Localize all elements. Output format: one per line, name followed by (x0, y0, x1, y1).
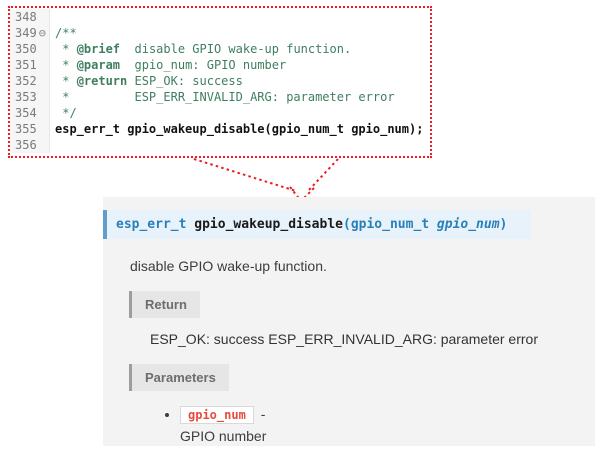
line-number: 348 (15, 10, 37, 24)
fold-collapse-icon[interactable]: ⊖ (38, 26, 46, 40)
comment-text: disable GPIO wake-up function. (120, 42, 352, 56)
code-line[interactable]: 351 * @param gpio_num: GPIO number (10, 57, 430, 73)
line-number: 350 (15, 42, 37, 56)
comment-text: */ (55, 106, 77, 120)
return-value-text: ESP_OK: success ESP_ERR_INVALID_ARG: par… (150, 331, 538, 347)
line-number: 353 (15, 90, 37, 104)
parameter-dash: - (260, 406, 266, 422)
doc-tag-return: @return (76, 74, 128, 88)
signature-open-paren: ( (343, 217, 351, 232)
signature-function-name: gpio_wakeup_disable (194, 217, 343, 232)
function-description: disable GPIO wake-up function. (130, 258, 327, 274)
code-line-function-declaration[interactable]: 355 esp_err_t gpio_wakeup_disable(gpio_n… (10, 121, 430, 137)
signature-param-name: gpio_num (436, 217, 500, 232)
code-line[interactable]: 348 (10, 9, 430, 25)
comment-text: /** (55, 26, 77, 40)
line-number: 355 (15, 122, 37, 136)
parameters-list: gpio_num- GPIO number (103, 406, 595, 444)
comment-text: * (55, 42, 77, 56)
line-number: 352 (15, 74, 37, 88)
code-line[interactable]: 356 (10, 137, 430, 153)
code-editor-snippet[interactable]: 348 349⊖ /** 350 * @brief disable GPIO w… (8, 6, 432, 158)
code-text: esp_err_t gpio_wakeup_disable(gpio_num_t… (55, 122, 424, 136)
parameter-item: gpio_num- GPIO number (180, 406, 595, 444)
parameter-description: GPIO number (180, 428, 267, 444)
code-line[interactable]: 350 * @brief disable GPIO wake-up functi… (10, 41, 430, 57)
signature-return-type: esp_err_t (116, 217, 195, 232)
line-number: 354 (15, 106, 37, 120)
doc-panel: esp_err_t gpio_wakeup_disable(gpio_num_t… (103, 197, 595, 446)
comment-text: * (55, 74, 77, 88)
comment-text: * (55, 58, 77, 72)
parameter-name-code: gpio_num (180, 406, 254, 424)
code-line[interactable]: 349⊖ /** (10, 25, 430, 41)
comment-text: * ESP_ERR_INVALID_ARG: parameter error (55, 90, 395, 104)
code-line[interactable]: 352 * @return ESP_OK: success (10, 73, 430, 89)
parameters-rubric: Parameters (129, 364, 229, 391)
line-number: 349 (15, 26, 37, 40)
function-signature: esp_err_t gpio_wakeup_disable(gpio_num_t… (103, 210, 531, 239)
signature-param-type: gpio_num_t (350, 217, 437, 232)
doc-tag-brief: @brief (76, 42, 121, 56)
line-number: 351 (15, 58, 37, 72)
dotted-arrow-icon (193, 158, 339, 202)
comment-text: gpio_num: GPIO number (120, 58, 287, 72)
comment-text: ESP_OK: success (127, 74, 243, 88)
return-rubric: Return (129, 291, 200, 318)
signature-close-paren: ) (499, 217, 508, 232)
code-line[interactable]: 354 */ (10, 105, 430, 121)
doc-tag-param: @param (76, 58, 121, 72)
line-number: 356 (15, 138, 37, 152)
code-line[interactable]: 353 * ESP_ERR_INVALID_ARG: parameter err… (10, 89, 430, 105)
